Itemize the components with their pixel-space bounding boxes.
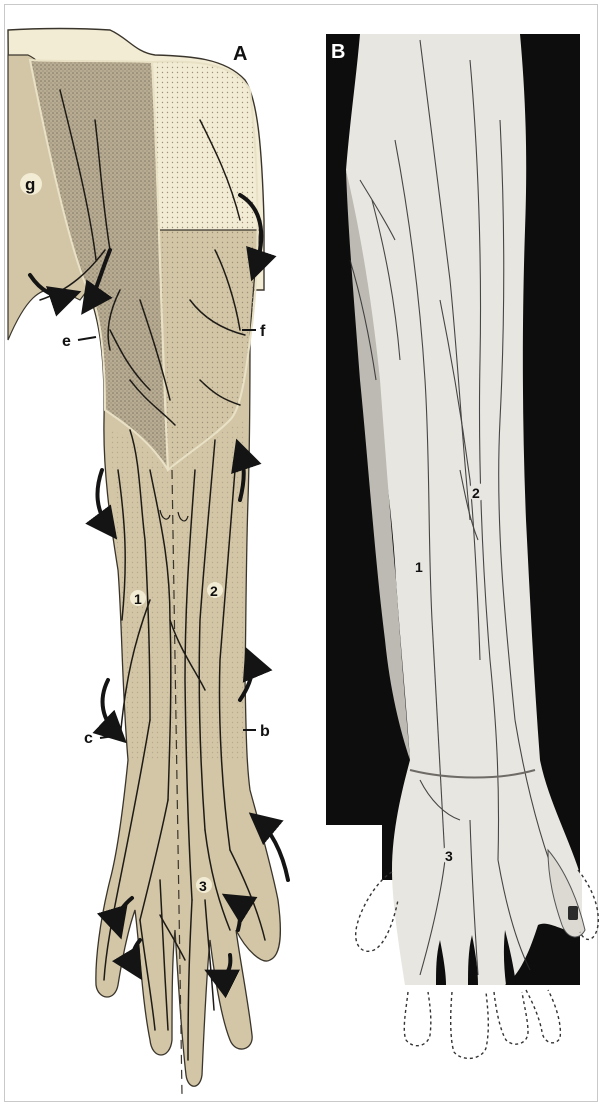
photo-vein-3-label: 3 (445, 848, 453, 864)
vein-3-label: 3 (199, 878, 207, 894)
panel-a-label: A (233, 43, 247, 65)
vein-2-label: 2 (210, 583, 218, 599)
panel-a-drawing (8, 29, 288, 1096)
panel-b-label: B (331, 41, 345, 63)
pointer-c-label: c (84, 730, 93, 747)
photo-vein-2-label: 2 (472, 485, 480, 501)
photo-thumbnail (568, 906, 578, 920)
pointer-e-label: e (62, 333, 71, 350)
vein-1-label: 1 (134, 591, 142, 607)
pointer-b-label: b (260, 723, 270, 740)
region-g-label: g (25, 175, 35, 194)
pointer-f-label: f (260, 323, 266, 340)
photo-vein-1-label: 1 (415, 559, 423, 575)
panel-b-photo (326, 34, 598, 1058)
